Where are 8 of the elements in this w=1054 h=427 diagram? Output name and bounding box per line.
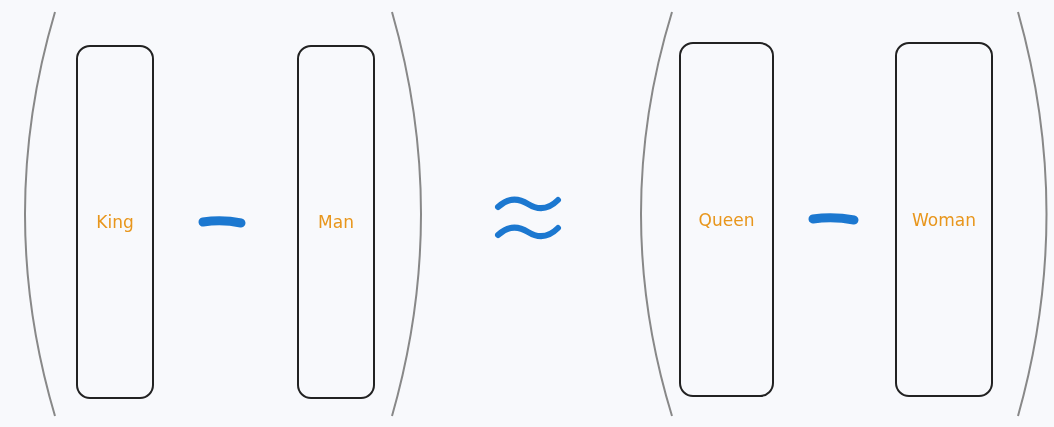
word-label: Woman <box>912 209 976 230</box>
word-label: Man <box>318 212 354 232</box>
vector-box <box>895 42 993 397</box>
word-label: Queen <box>698 209 755 230</box>
vector-box <box>76 45 154 399</box>
vector-box <box>679 42 774 397</box>
word-label: King <box>96 212 134 232</box>
vector-box <box>297 45 375 399</box>
